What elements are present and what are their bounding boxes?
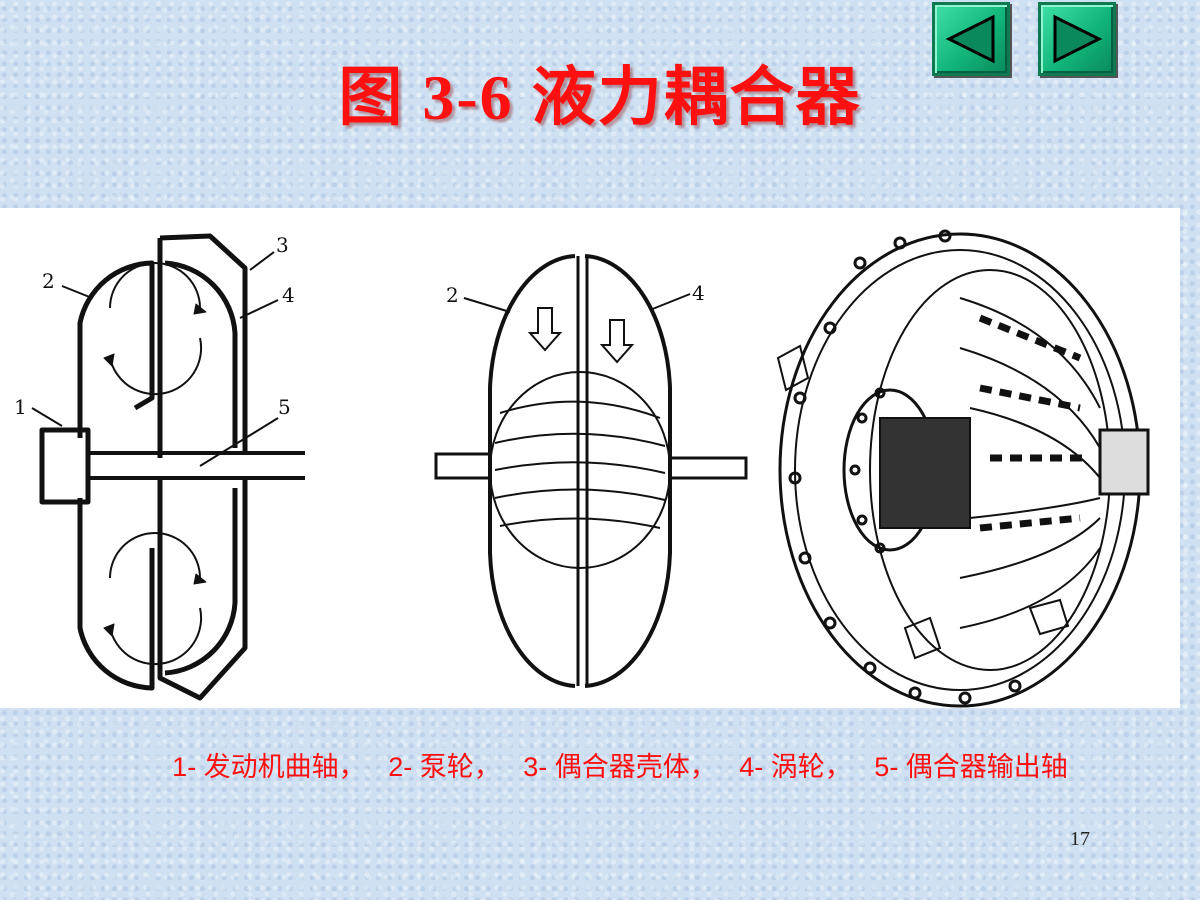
schematic-label-1: 1 (14, 395, 27, 419)
caption-item-output-shaft: 5- 偶合器输出轴 (874, 752, 1068, 782)
coupling-shell (159, 233, 248, 453)
caption-item-shell: 3- 偶合器壳体， (523, 752, 717, 782)
page-number: 17 (1070, 828, 1090, 850)
figure-panel: 1 2 3 4 5 2 4 (0, 208, 1180, 708)
next-slide-button[interactable] (1038, 2, 1116, 76)
slide-title: 图 3-6 液力耦合器 (338, 62, 862, 133)
coupling-diagram: 1 2 3 4 5 2 4 (14, 229, 1150, 708)
coupling-cutaway (776, 229, 1150, 708)
pump-upper (77, 260, 155, 438)
right-triangle-icon (1053, 14, 1103, 64)
section-label-4: 4 (692, 281, 705, 305)
caption-item-turbine: 4- 涡轮， (739, 752, 852, 782)
figure-caption: 1- 发动机曲轴， 2- 泵轮， 3- 偶合器壳体， 4- 涡轮， 5- 偶合器… (140, 748, 1100, 786)
prev-slide-button[interactable] (932, 2, 1010, 76)
coupling-section (434, 254, 748, 688)
section-label-2: 2 (446, 283, 459, 307)
schematic-label-3: 3 (276, 233, 289, 257)
coupling-schematic (31, 233, 305, 701)
schematic-label-4: 4 (282, 283, 295, 307)
schematic-label-2: 2 (42, 269, 55, 293)
caption-item-crankshaft: 1- 发动机曲轴， (172, 752, 366, 782)
caption-item-pump: 2- 泵轮， (388, 752, 501, 782)
hub (879, 417, 971, 529)
schematic-label-5: 5 (278, 395, 291, 419)
pump-half (488, 254, 576, 688)
left-triangle-icon (945, 14, 995, 64)
output-shaft-end (1098, 428, 1150, 496)
crankshaft (39, 427, 91, 505)
